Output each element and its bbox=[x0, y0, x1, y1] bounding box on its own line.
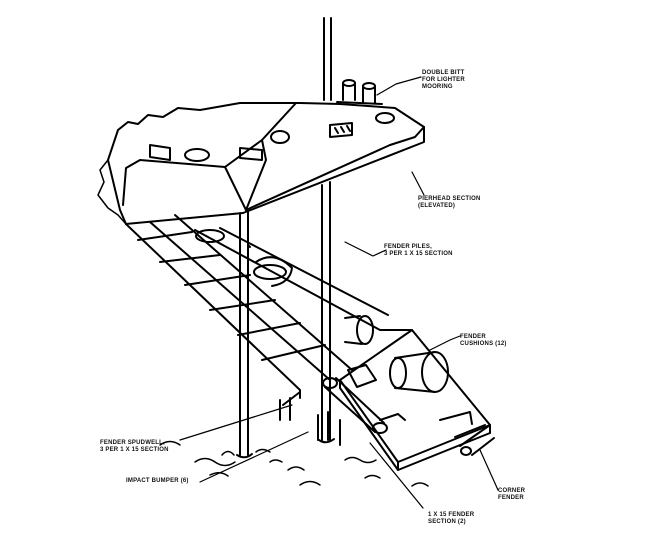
label-line: FENDER bbox=[460, 334, 486, 340]
corner-fender bbox=[459, 424, 495, 456]
label-line: (ELEVATED) bbox=[418, 203, 456, 209]
label-line: FOR LIGHTER bbox=[422, 77, 465, 83]
label-line: CUSHIONS (12) bbox=[460, 341, 507, 347]
fender-spudwell bbox=[279, 391, 341, 446]
label-line: 3 PER 1 X 15 SECTION bbox=[384, 251, 453, 257]
label-fender-piles: FENDER PILES, 3 PER 1 X 15 SECTION bbox=[384, 244, 453, 258]
label-line: 1 X 15 FENDER bbox=[428, 512, 475, 518]
fender-rails bbox=[125, 214, 413, 399]
label-line: MOORING bbox=[422, 84, 453, 90]
label-impact-bumper: IMPACT BUMPER (6) bbox=[126, 478, 189, 485]
label-pierhead-section: PIERHEAD SECTION (ELEVATED) bbox=[418, 196, 481, 210]
impact-bumper bbox=[322, 377, 388, 434]
label-fender-cushions: FENDER CUSHIONS (12) bbox=[460, 334, 507, 348]
label-line: SECTION (2) bbox=[428, 519, 466, 525]
label-double-bitt: DOUBLE BITT FOR LIGHTER MOORING bbox=[422, 70, 465, 91]
label-line: FENDER bbox=[498, 495, 524, 501]
label-fender-section: 1 X 15 FENDER SECTION (2) bbox=[428, 512, 474, 526]
fender-section bbox=[339, 329, 491, 471]
water-lines bbox=[159, 440, 429, 487]
label-line: IMPACT BUMPER (6) bbox=[126, 478, 189, 484]
label-line: FENDER PILES, bbox=[384, 244, 432, 250]
label-line: FENDER SPUDWELL, bbox=[100, 440, 165, 446]
label-corner-fender: CORNER FENDER bbox=[498, 488, 525, 502]
label-line: DOUBLE BITT bbox=[422, 70, 465, 76]
leader-lines bbox=[179, 76, 499, 509]
double-bitt bbox=[336, 79, 383, 105]
label-fender-spudwell: FENDER SPUDWELL, 3 PER 1 X 15 SECTION bbox=[100, 440, 169, 454]
vertical-pipe bbox=[323, 17, 332, 101]
label-line: CORNER bbox=[498, 488, 526, 494]
pierhead-section bbox=[97, 102, 425, 225]
label-line: PIERHEAD SECTION bbox=[418, 196, 481, 202]
label-line: 3 PER 1 X 15 SECTION bbox=[100, 447, 169, 453]
fender-cushions bbox=[389, 351, 449, 393]
fender-piles bbox=[236, 181, 335, 459]
